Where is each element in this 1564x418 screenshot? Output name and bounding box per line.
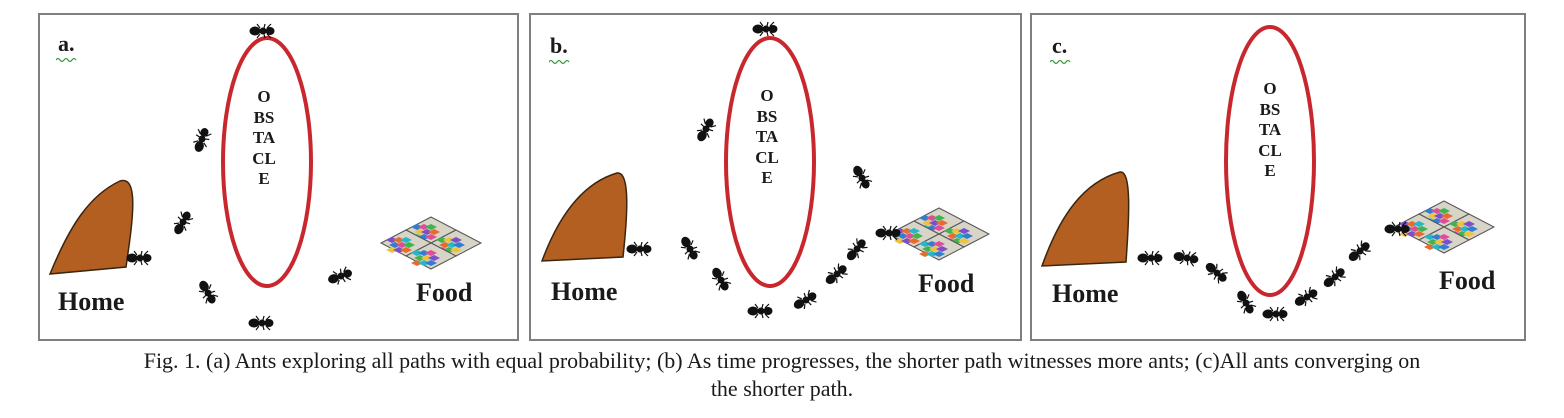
ant-icon — [126, 250, 152, 266]
ant-icon — [626, 241, 652, 257]
ant-icon — [1205, 262, 1228, 284]
obstacle-text: OBSTACLE — [755, 86, 779, 187]
ant-icon — [747, 303, 773, 319]
ant-icon — [173, 211, 194, 235]
panel-label: c. — [1052, 33, 1068, 58]
food-label: Food — [1439, 266, 1496, 295]
panel-b: b. OBSTACLE Home Food — [529, 13, 1022, 341]
ant-icon — [852, 165, 873, 189]
ant-icon — [752, 21, 778, 37]
panel-label: a. — [58, 31, 75, 56]
ant-icon — [875, 225, 901, 241]
caption-line-1: Fig. 1. (a) Ants exploring all paths wit… — [143, 348, 1421, 373]
home-mound-icon — [540, 172, 628, 262]
panel-a-drawing — [48, 23, 483, 331]
ant-icon — [328, 266, 353, 285]
ant-icon — [1294, 286, 1318, 307]
ant-icon — [680, 236, 701, 260]
home-mound-icon — [1040, 171, 1130, 267]
obstacle-label: OBSTACLE — [755, 86, 779, 189]
panel-label: b. — [550, 33, 568, 58]
food-tiles-icon — [887, 207, 991, 261]
panel-b-drawing — [540, 21, 991, 319]
food-tiles-icon — [1392, 200, 1496, 254]
ant-icon — [1323, 266, 1346, 288]
obstacle-text: OBSTACLE — [1258, 79, 1282, 180]
obstacle-ellipse-icon — [1224, 25, 1316, 297]
ant-icon — [846, 238, 868, 261]
ant-icon — [248, 315, 274, 331]
ant-icon — [1137, 250, 1163, 266]
obstacle-ellipse-icon — [221, 36, 313, 288]
ant-icon — [249, 23, 275, 39]
home-label: Home — [1052, 279, 1119, 308]
ant-icon — [1348, 240, 1371, 262]
ant-icon — [193, 127, 212, 152]
food-label: Food — [416, 278, 473, 307]
obstacle-ellipse-icon — [724, 36, 816, 288]
ant-icon — [696, 118, 717, 142]
obstacle-label: OBSTACLE — [252, 87, 276, 190]
ant-icon — [1173, 249, 1199, 267]
spellcheck-squiggle-icon — [56, 57, 77, 63]
ant-icon — [1384, 221, 1410, 237]
ant-icon — [198, 280, 219, 304]
spellcheck-squiggle-icon — [549, 59, 570, 65]
panel-c: c. OBSTACLE Home Food — [1030, 13, 1526, 341]
ant-icon — [711, 267, 732, 291]
panel-c-drawing — [1040, 25, 1496, 322]
panel-a: a. OBSTACLE Home Food — [38, 13, 519, 341]
ant-icon — [1236, 290, 1257, 314]
spellcheck-squiggle-icon — [1050, 59, 1071, 65]
obstacle-label: OBSTACLE — [1258, 79, 1282, 182]
home-label: Home — [58, 287, 125, 316]
ant-icon — [825, 263, 848, 285]
figure-caption: Fig. 1. (a) Ants exploring all paths wit… — [0, 347, 1564, 403]
ant-icon — [793, 289, 817, 310]
ant-icon — [1262, 306, 1288, 322]
obstacle-text: OBSTACLE — [252, 87, 276, 188]
food-label: Food — [918, 269, 975, 298]
food-tiles-icon — [379, 216, 483, 270]
home-mound-icon — [48, 179, 134, 275]
caption-line-2: the shorter path. — [710, 376, 854, 401]
home-label: Home — [551, 277, 618, 306]
